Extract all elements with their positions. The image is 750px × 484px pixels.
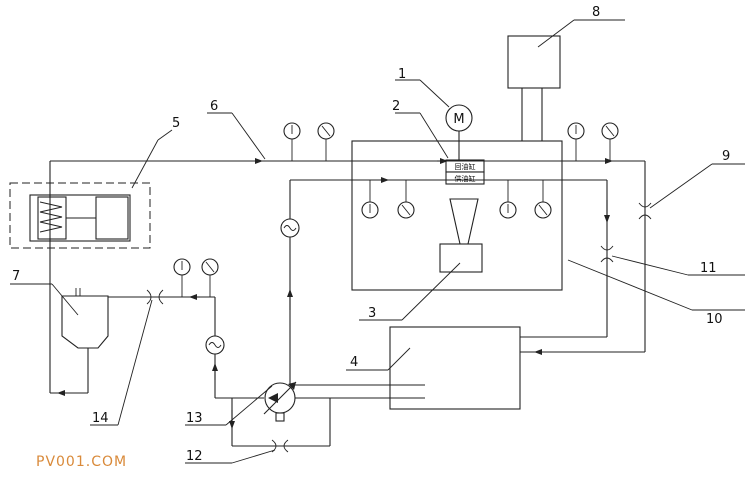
label-11: 11 bbox=[700, 261, 717, 276]
label-12: 12 bbox=[186, 449, 203, 464]
label-13: 13 bbox=[186, 411, 203, 426]
label-8: 8 bbox=[592, 5, 600, 20]
component-8-box bbox=[507, 35, 561, 89]
component-labels: 1 2 3 4 5 6 7 8 9 10 11 12 13 14 bbox=[12, 5, 730, 464]
test-chamber-frame bbox=[351, 140, 563, 291]
label-2: 2 bbox=[392, 99, 400, 114]
motor-symbol: M bbox=[445, 104, 473, 160]
label-9: 9 bbox=[722, 149, 730, 164]
oil-tank-4 bbox=[389, 326, 521, 410]
left-gauges bbox=[173, 258, 219, 297]
label-1: 1 bbox=[398, 67, 406, 82]
label-7: 7 bbox=[12, 269, 20, 284]
motor-label: M bbox=[453, 112, 464, 127]
label-10: 10 bbox=[706, 312, 723, 327]
filter-tank-7 bbox=[61, 288, 109, 393]
label-3: 3 bbox=[368, 306, 376, 321]
leader-lines bbox=[10, 19, 745, 464]
throttle-valve-11 bbox=[600, 245, 614, 263]
watermark: PV001.COM bbox=[36, 454, 127, 470]
inner-gauges bbox=[361, 180, 552, 219]
directional-valve: 回油缸 供油缸 bbox=[445, 159, 485, 185]
valve-bottom-label: 供油缸 bbox=[455, 174, 476, 183]
throttle-valve-9 bbox=[638, 202, 652, 220]
label-4: 4 bbox=[350, 355, 358, 370]
label-6: 6 bbox=[210, 99, 218, 114]
label-14: 14 bbox=[92, 411, 109, 426]
valve-top-label: 回油缸 bbox=[455, 162, 476, 171]
pump-13 bbox=[263, 381, 297, 422]
flowmeter-lower bbox=[205, 335, 225, 355]
supply-gauges bbox=[283, 122, 619, 161]
flowmeter-upper bbox=[280, 218, 300, 238]
nozzle-funnel bbox=[439, 198, 483, 273]
throttle-valve-14 bbox=[146, 289, 164, 305]
cooler-5 bbox=[9, 182, 151, 249]
label-5: 5 bbox=[172, 116, 180, 131]
